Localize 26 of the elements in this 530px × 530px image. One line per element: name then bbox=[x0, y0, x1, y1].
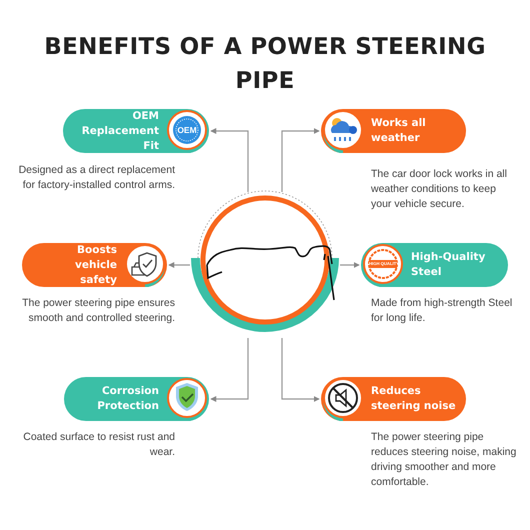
benefit-heading: Boosts vehicle safety bbox=[74, 242, 117, 288]
badge-text: OEM bbox=[176, 124, 198, 136]
title: BENEFITS OF A POWER STEERING PIPE bbox=[43, 33, 487, 96]
benefit-heading: OEM Replacement Fit bbox=[80, 108, 159, 154]
benefit-description: Made from high-strength Steel for long life. bbox=[371, 296, 514, 326]
benefit-pill bbox=[361, 243, 508, 287]
benefit-heading: High-Quality Steel bbox=[411, 250, 486, 280]
connector-arrow bbox=[281, 338, 320, 402]
connector-arrow bbox=[281, 128, 320, 192]
benefit-description: Designed as a direct replacement for factory-installed control arms. bbox=[18, 163, 175, 193]
connector-arrow bbox=[340, 262, 360, 268]
benefit-description: The power steering pipe reduces steering noise, making driving smoother and more comfortable. bbox=[371, 430, 518, 490]
benefit-description: Coated surface to resist rust and wear. bbox=[22, 430, 175, 460]
benefit-pill bbox=[321, 109, 466, 153]
connector-arrow bbox=[210, 338, 249, 402]
benefit-heading: Reduces steering noise bbox=[371, 384, 456, 414]
benefit-description: The car door lock works in all weather conditions to keep your vehicle secure. bbox=[371, 167, 508, 212]
connector-arrow bbox=[210, 128, 249, 192]
benefit-pill bbox=[64, 377, 209, 421]
benefit-description: The power steering pipe ensures smooth and controlled steering. bbox=[21, 296, 175, 326]
connector-arrow bbox=[168, 262, 190, 268]
benefit-pill bbox=[63, 109, 209, 153]
benefit-heading: Works all weather bbox=[371, 116, 427, 146]
benefit-heading: Corrosion Protection bbox=[96, 384, 159, 414]
benefit-pill bbox=[321, 377, 466, 421]
benefit-pill bbox=[22, 243, 167, 287]
